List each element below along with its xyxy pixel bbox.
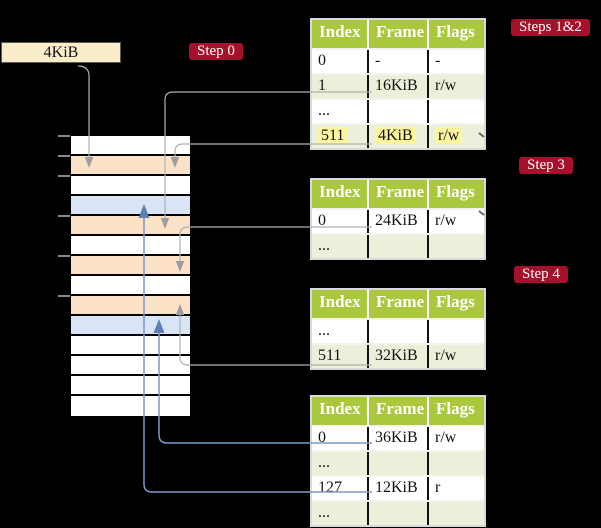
table-cell: 16KiB	[369, 75, 429, 98]
table-cell	[369, 452, 429, 475]
page-size-box: 4KiB	[1, 42, 121, 63]
frame-tick	[58, 155, 70, 157]
memory-frame-row-white	[71, 276, 190, 296]
highlighted-value: 511	[318, 127, 348, 144]
table-row: ...	[312, 450, 484, 475]
table-cell: 24KiB	[369, 210, 429, 233]
memory-frame-row-white	[71, 176, 190, 196]
column-header-flags: Flags	[436, 22, 475, 41]
table-cell: 0	[312, 427, 369, 450]
column-header-flags: Flags	[436, 292, 475, 311]
column-header-frame: Frame	[369, 20, 429, 48]
table-cell: 511	[312, 125, 369, 148]
memory-frame-row-peach	[71, 256, 190, 276]
table-cell: ...	[312, 452, 369, 475]
table-cell: r/w	[435, 429, 457, 446]
memory-frame-row-white	[71, 236, 190, 256]
column-header-frame: Frame	[369, 397, 429, 425]
highlighted-value: r/w	[435, 127, 463, 144]
frame-tick	[58, 135, 70, 137]
physical-memory-stack	[71, 136, 190, 416]
memory-frame-row-blue	[71, 196, 190, 216]
memory-frame-row-peach	[71, 216, 190, 236]
column-header-frame: Frame	[369, 180, 429, 208]
table-cell	[429, 100, 484, 123]
table-cell: r/w	[429, 125, 484, 148]
column-header-index: Index	[312, 290, 369, 318]
column-header-frame: Frame	[369, 290, 429, 318]
memory-frame-row-peach	[71, 296, 190, 316]
table-cell: 36KiB	[369, 427, 429, 450]
table-cell	[429, 320, 484, 343]
page-size-label: 4KiB	[43, 43, 79, 61]
table-cell: r	[435, 479, 441, 496]
column-header-flags: Flags	[436, 399, 475, 418]
frame-tick	[58, 215, 70, 217]
table-cell	[429, 452, 484, 475]
table-cell: 0	[312, 210, 369, 233]
table-cell: 127	[312, 477, 369, 500]
highlighted-value: 4KiB	[375, 127, 416, 144]
badge-step-0: Step 0	[189, 43, 243, 60]
table-cell	[429, 502, 484, 525]
table-cell	[369, 100, 429, 123]
table-cell: r/w	[435, 212, 457, 229]
column-header-index: Index	[312, 180, 369, 208]
table-cell: 0	[312, 50, 369, 73]
table-row: ...	[312, 233, 484, 258]
memory-frame-row-white	[71, 136, 190, 156]
table-cell	[369, 502, 429, 525]
table-cell	[369, 235, 429, 258]
table-cell: 4KiB	[369, 125, 429, 148]
frame-tick	[58, 295, 70, 297]
memory-frame-row-peach	[71, 156, 190, 176]
frame-tick	[58, 255, 70, 257]
memory-frame-row-white	[71, 356, 190, 376]
badge-steps-1-2: Steps 1&2	[511, 19, 590, 36]
badge-step-4: Step 4	[514, 266, 568, 283]
table-cell: 32KiB	[369, 345, 429, 368]
column-header-index: Index	[312, 397, 369, 425]
table-cell: 12KiB	[369, 477, 429, 500]
table-cell: 511	[312, 345, 369, 368]
table-row: ...	[312, 500, 484, 525]
table-cell: r/w	[435, 77, 457, 94]
table-row: ...	[312, 98, 484, 123]
column-header-flags: Flags	[436, 182, 475, 201]
table-cell	[429, 235, 484, 258]
table-cell: ...	[312, 320, 369, 343]
frame-tick	[58, 175, 70, 177]
table-row: 511 4KiB r/w	[312, 123, 484, 148]
table-cell: ...	[312, 100, 369, 123]
memory-frame-row-white	[71, 376, 190, 396]
memory-frame-row-blue	[71, 316, 190, 336]
memory-frame-row-white	[71, 396, 190, 416]
table-cell: -	[369, 50, 429, 73]
table-cell: ...	[312, 235, 369, 258]
table-cell: -	[435, 52, 441, 69]
column-header-index: Index	[312, 20, 369, 48]
table-row: 0--	[312, 48, 484, 73]
memory-frame-row-white	[71, 336, 190, 356]
table-row: ...	[312, 318, 484, 343]
table-cell: r/w	[435, 347, 457, 364]
badge-step-3: Step 3	[519, 157, 573, 174]
table-cell: 1	[312, 75, 369, 98]
table-cell: ...	[312, 502, 369, 525]
table-cell	[369, 320, 429, 343]
